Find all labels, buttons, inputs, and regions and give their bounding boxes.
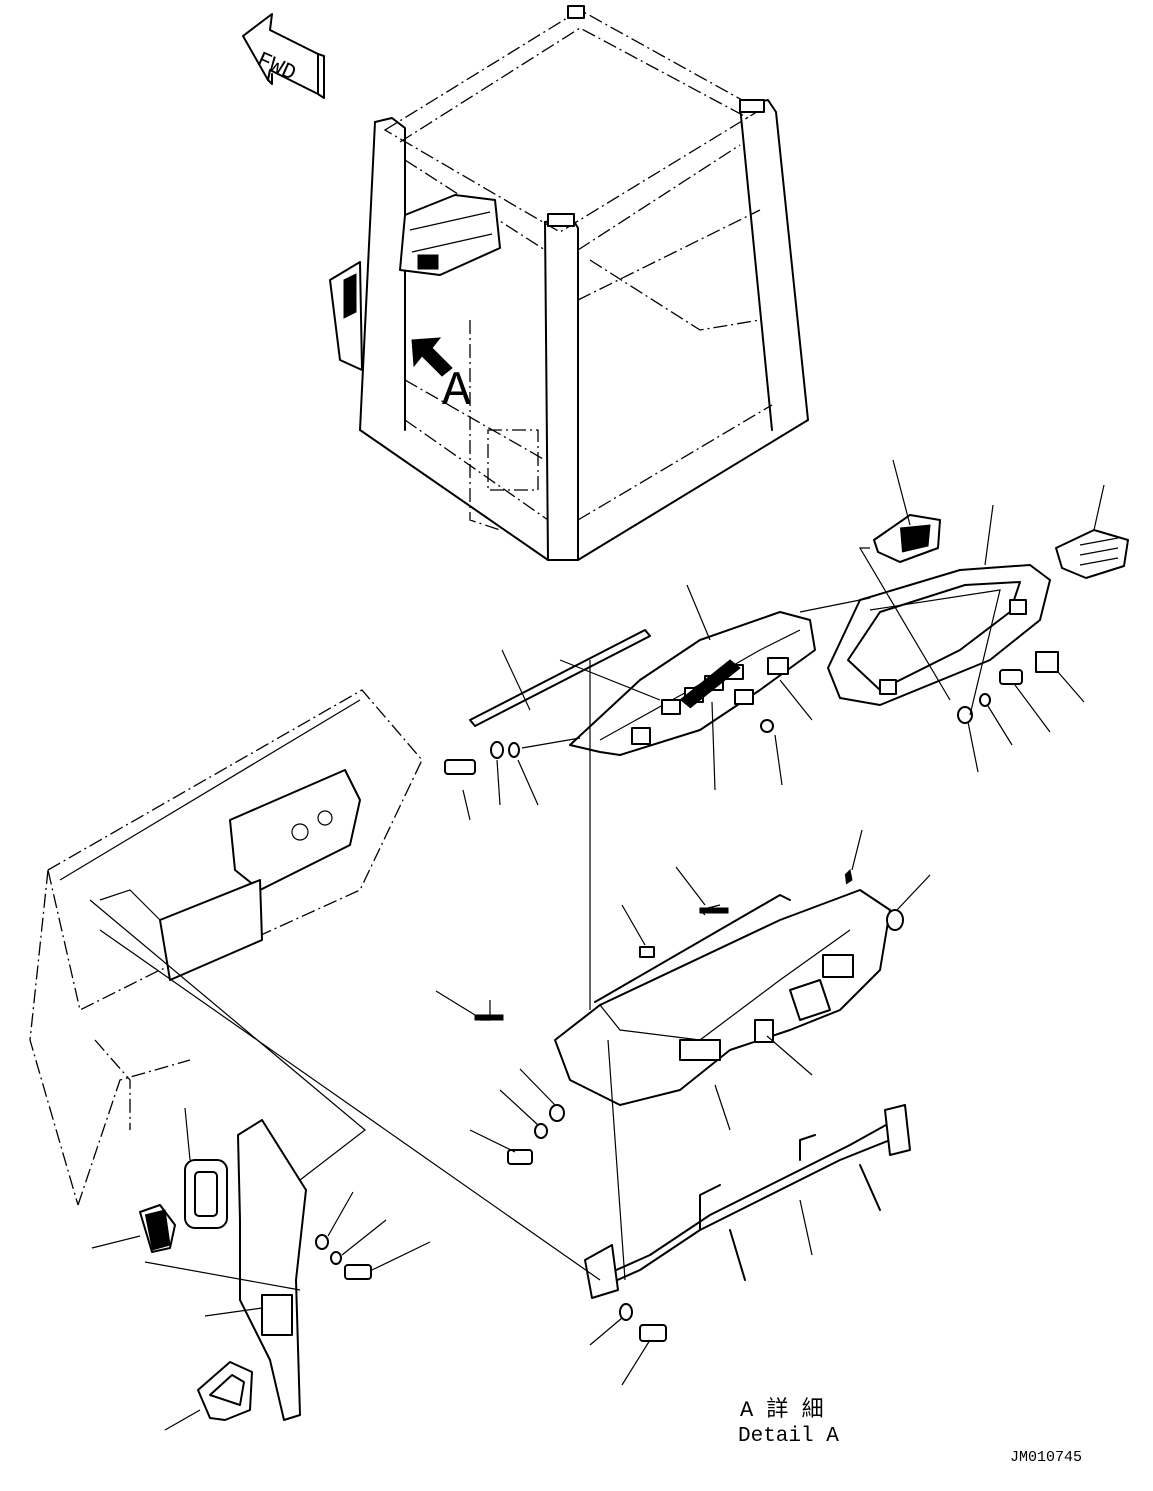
side-panel-assembly	[29, 689, 423, 1206]
duct-panel	[139, 1119, 372, 1421]
detail-title-jp: A 詳 細	[740, 1397, 824, 1423]
mounting-bracket	[584, 1104, 911, 1342]
cab-frame	[329, 5, 809, 561]
view-marker-a: A	[442, 365, 471, 419]
upper-dash-cover	[444, 611, 816, 775]
meter-cover	[827, 514, 1129, 724]
detail-title-en: Detail A	[738, 1425, 839, 1448]
lower-dash-cover	[474, 868, 904, 1165]
fwd-arrow-icon	[242, 13, 325, 99]
drawing-number: JM010745	[1010, 1449, 1082, 1466]
leader-lines	[89, 459, 1105, 1431]
